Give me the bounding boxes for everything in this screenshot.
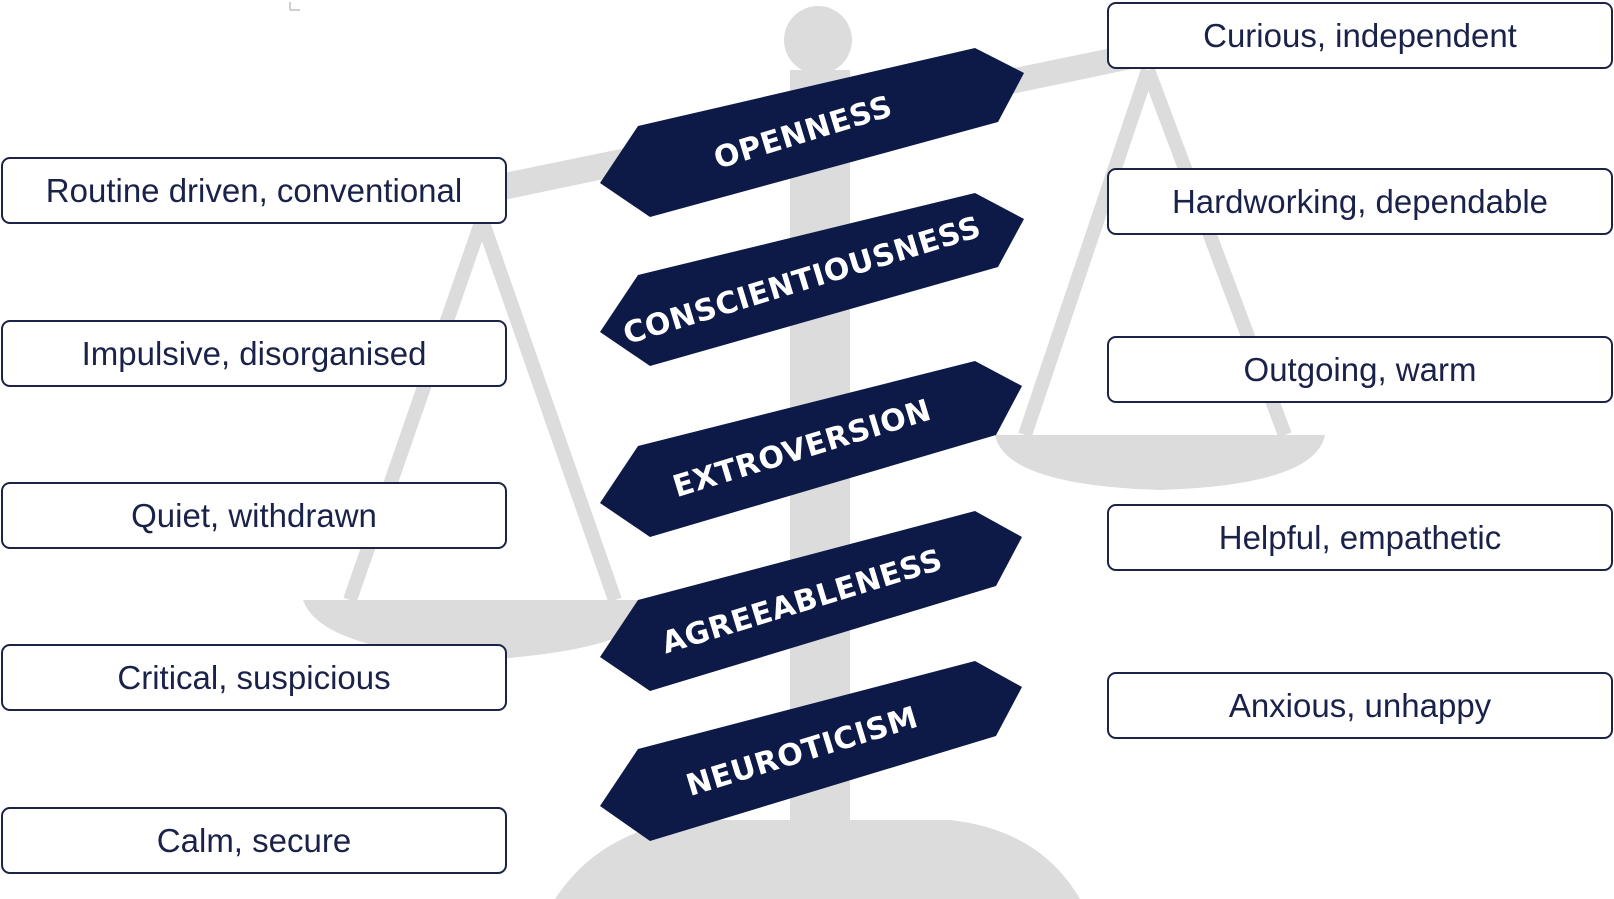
left-trait-extroversion: Quiet, withdrawn — [1, 482, 507, 549]
right-trait-neuroticism: Anxious, unhappy — [1107, 672, 1613, 739]
right-trait-extroversion: Outgoing, warm — [1107, 336, 1613, 403]
left-trait-conscientiousness: Impulsive, disorganised — [1, 320, 507, 387]
left-trait-openness: Routine driven, conventional — [1, 157, 507, 224]
left-trait-neuroticism: Calm, secure — [1, 807, 507, 874]
right-trait-conscientiousness: Hardworking, dependable — [1107, 168, 1613, 235]
right-trait-agreeableness: Helpful, empathetic — [1107, 504, 1613, 571]
right-trait-openness: Curious, independent — [1107, 2, 1613, 69]
left-trait-agreeableness: Critical, suspicious — [1, 644, 507, 711]
